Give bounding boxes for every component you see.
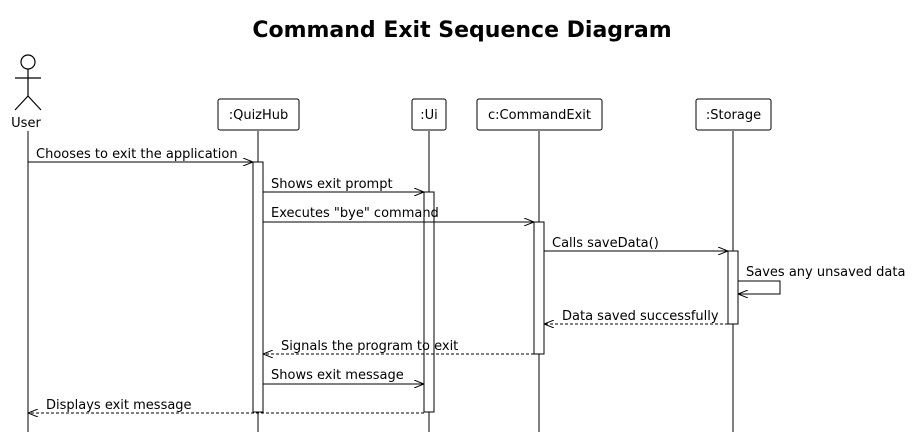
message-data-saved: Data saved successfully	[545, 309, 728, 324]
activation-quizhub	[252, 161, 264, 413]
message-label: Displays exit message	[46, 398, 192, 413]
message-label: Signals the program to exit	[281, 339, 458, 354]
message-shows-exit-message: Shows exit message	[263, 368, 423, 384]
activation-commandexit	[533, 221, 545, 355]
actor-user: User	[11, 54, 41, 131]
message-executes-bye: Executes "bye" command	[263, 206, 533, 222]
message-displays-exit: Displays exit message	[29, 398, 424, 413]
message-label: Data saved successfully	[562, 309, 719, 324]
participant-storage-label: :Storage	[706, 108, 761, 123]
message-saves-unsaved-data: Saves any unsaved data	[738, 265, 905, 294]
participant-ui-label: :Ui	[420, 108, 438, 123]
message-label: Shows exit prompt	[271, 177, 393, 192]
participant-quizhub-label: :QuizHub	[229, 108, 289, 123]
message-label: Calls saveData()	[552, 236, 659, 251]
message-calls-savedata: Calls saveData()	[544, 236, 727, 251]
message-shows-exit-prompt: Shows exit prompt	[263, 177, 423, 192]
actor-head-icon	[20, 54, 36, 70]
diagram-title: Command Exit Sequence Diagram	[252, 18, 671, 43]
participant-ui: :Ui	[411, 98, 447, 131]
participant-commandexit-label: c:CommandExit	[488, 108, 591, 123]
message-label: Saves any unsaved data	[746, 265, 905, 280]
actor-user-label: User	[11, 116, 41, 131]
activation-ui	[423, 191, 435, 413]
participant-storage: :Storage	[695, 98, 772, 131]
message-label: Executes "bye" command	[271, 206, 439, 221]
activation-storage	[727, 250, 739, 325]
message-chooses-exit: Chooses to exit the application	[28, 147, 252, 162]
participant-commandexit: c:CommandExit	[476, 98, 603, 131]
message-signals-exit: Signals the program to exit	[264, 339, 534, 354]
message-label: Chooses to exit the application	[36, 147, 238, 162]
participant-quizhub: :QuizHub	[217, 98, 300, 131]
message-label: Shows exit message	[271, 368, 404, 383]
